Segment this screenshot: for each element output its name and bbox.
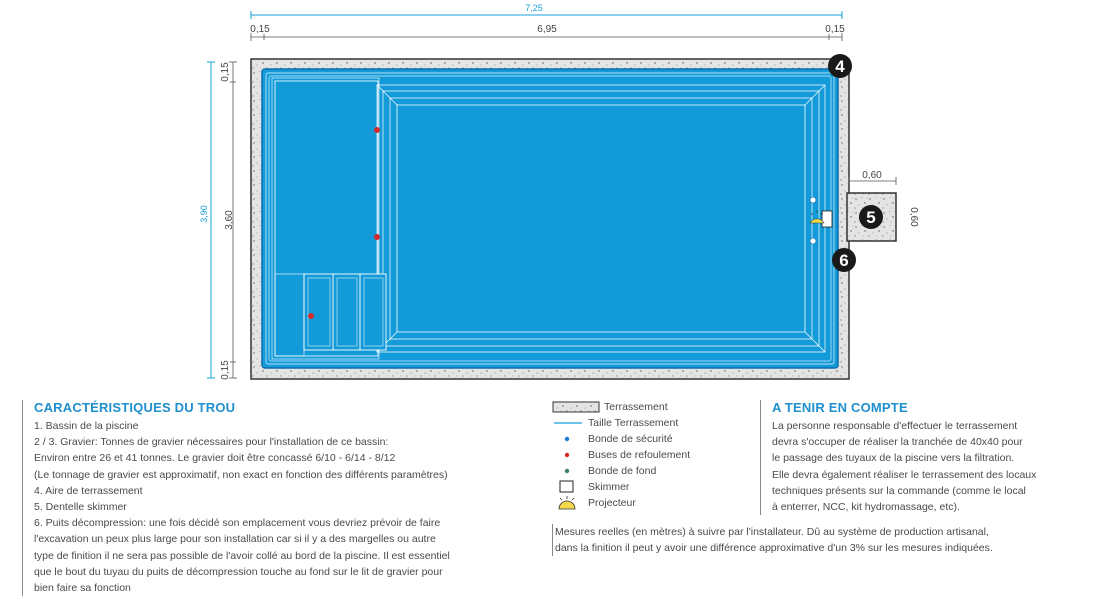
- legend-label: Taille Terrassement: [588, 417, 679, 429]
- legend-label: Bonde de sécurité: [588, 433, 673, 445]
- length-breakdown-dimension: 0,15 3,60 0,15: [220, 61, 237, 380]
- blue-dot-icon: [564, 436, 570, 442]
- marker-6-badge: 6: [832, 248, 856, 272]
- legend-item-bonde-fond: Bonde de fond: [552, 463, 752, 479]
- right-margin-label: 0,15: [825, 24, 845, 35]
- characteristics-line: 6. Puits décompression: une fois décidé …: [34, 517, 441, 530]
- note-line: Mesures reelles (en mètres) à suivre par…: [555, 526, 989, 538]
- total-width-dimension: 7,25: [250, 3, 843, 19]
- projector-icon: [809, 218, 825, 224]
- characteristics-line: 5. Dentelle skimmer: [34, 501, 127, 514]
- legend-item-buses-refoulement: Buses de refoulement: [552, 447, 752, 463]
- consider-line: le passage des tuyaux de la piscine vers…: [772, 452, 1015, 465]
- characteristics-line: l'excavation un peux plus large pour son…: [34, 533, 436, 546]
- characteristics-line: 1. Bassin de la piscine: [34, 420, 139, 432]
- legend: Terrassement Taille Terrassement Bonde d…: [552, 399, 752, 511]
- characteristics-line: (Le tonnage de gravier est approximatif,…: [34, 468, 448, 481]
- pool-width-label: 6,95: [537, 24, 557, 35]
- skimmer-icon: [821, 210, 833, 228]
- svg-text:4: 4: [835, 57, 845, 76]
- legend-item-projecteur: Projecteur: [552, 495, 752, 511]
- legend-item-skimmer: Skimmer: [552, 479, 752, 495]
- legend-label: Skimmer: [588, 481, 630, 493]
- characteristics-title: CARACTÉRISTIQUES DU TROU: [34, 400, 236, 415]
- return-nozzle-2: [374, 234, 380, 240]
- svg-text:5: 5: [866, 208, 875, 227]
- note-line: dans la finition il peut y avoir une dif…: [555, 542, 993, 554]
- legend-label: Bonde de fond: [588, 465, 657, 477]
- legend-item-bonde-securite: Bonde de sécurité: [552, 431, 752, 447]
- total-length-label: 3,90: [199, 205, 209, 223]
- consider-title: A TENIR EN COMPTE: [772, 400, 908, 415]
- characteristics-line: type de finition il ne sera pas possible…: [34, 549, 450, 562]
- legend-label: Buses de refoulement: [588, 449, 691, 461]
- skimmer-length-label: 0,60: [908, 207, 919, 227]
- top-margin-label: 0,15: [220, 62, 231, 82]
- measurement-note: Mesures reelles (en mètres) à suivre par…: [552, 524, 1075, 556]
- pool-plan-diagram: 7,25 0,15 6,95 0,15 3,90 0,15 3,60 0,15 …: [199, 3, 919, 380]
- bottom-margin-label: 0,15: [220, 360, 231, 380]
- total-width-label: 7,25: [525, 3, 543, 13]
- svg-text:6: 6: [839, 251, 848, 270]
- safety-drain-top: [809, 196, 817, 204]
- consider-section: A TENIR EN COMPTE La personne responsabl…: [760, 400, 1072, 516]
- red-dot-icon: [564, 452, 570, 458]
- characteristics-line: Environ entre 26 et 41 tonnes. Le gravie…: [34, 452, 396, 465]
- legend-label: Projecteur: [588, 497, 636, 509]
- pool-length-label: 3,60: [224, 210, 235, 230]
- consider-line: Elle devra également réaliser le terrass…: [772, 468, 1037, 481]
- skimmer-width-label: 0,60: [862, 170, 882, 181]
- skimmer-icon: [559, 480, 574, 493]
- consider-line: techniques présents sur la commande (com…: [772, 484, 1026, 497]
- legend-item-taille-terrassement: Taille Terrassement: [552, 415, 752, 431]
- consider-line: à enterrer, NCC, kit hydromassage, etc).: [772, 501, 960, 514]
- total-length-dimension: 3,90: [199, 61, 215, 379]
- legend-label: Terrassement: [604, 401, 668, 413]
- return-nozzle-3: [308, 313, 314, 319]
- legend-item-terrassement: Terrassement: [552, 399, 752, 415]
- projector-icon: [558, 496, 576, 510]
- characteristics-line: bien faire sa fonction: [34, 582, 131, 595]
- skimmer-assembly: [809, 196, 833, 245]
- pool-basin: [261, 68, 839, 369]
- safety-drain-bottom: [809, 237, 817, 245]
- characteristics-line: 2 / 3. Gravier: Tonnes de gravier nécess…: [34, 436, 389, 449]
- marker-4-badge: 4: [828, 54, 852, 78]
- green-dot-icon: [564, 468, 570, 474]
- characteristics-line: que le bout du tuyau du puits de décompr…: [34, 565, 443, 578]
- blue-line-icon: [554, 422, 582, 424]
- width-breakdown-dimension: 0,15 6,95 0,15: [250, 24, 845, 41]
- characteristics-section: CARACTÉRISTIQUES DU TROU 1. Bassin de la…: [22, 400, 504, 596]
- marker-5-badge: 5: [859, 205, 883, 229]
- concrete-swatch-icon: [552, 401, 600, 413]
- return-nozzle-1: [374, 127, 380, 133]
- consider-line: devra s'occuper de réaliser la tranchée …: [772, 436, 1023, 449]
- characteristics-line: 4. Aire de terrassement: [34, 484, 143, 497]
- consider-line: La personne responsable d'effectuer le t…: [772, 420, 1018, 432]
- left-margin-label: 0,15: [250, 24, 270, 35]
